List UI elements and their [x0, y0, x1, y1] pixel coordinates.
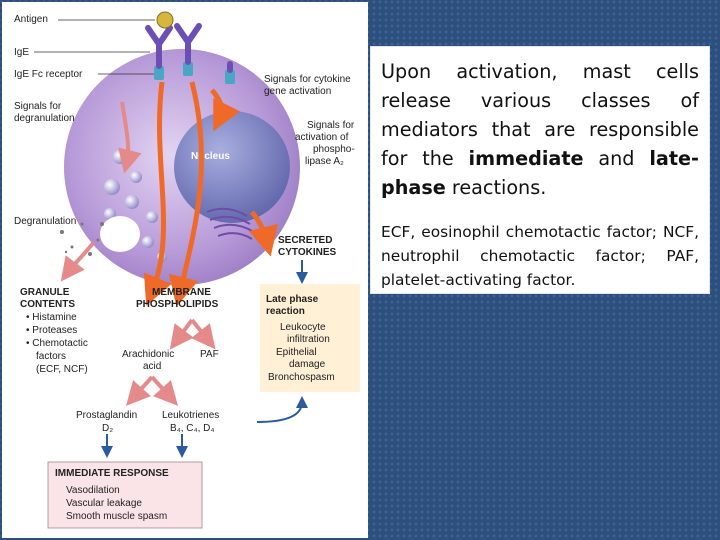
late-phase-item-leukocyte: Leukocyte	[280, 322, 326, 333]
fc-receptor-icon	[154, 62, 235, 84]
arachidonic-acid-line2: acid	[143, 361, 161, 372]
late-phase-item-damage: damage	[289, 359, 326, 370]
late-phase-item-infiltration: infiltration	[287, 334, 330, 345]
signals-degranulation-line1: Signals for	[14, 101, 62, 112]
leukotrienes-line1: Leukotrienes	[162, 410, 219, 421]
signals-phospholipase-line2: activation of	[295, 132, 349, 143]
nucleus-label: Nucleus	[191, 151, 230, 162]
main-caption: Upon activation, mast cells release vari…	[381, 57, 699, 202]
antigen-icon	[156, 11, 174, 29]
immediate-item-vasodilation: Vasodilation	[66, 485, 120, 496]
ige-antibody-icon	[145, 23, 233, 73]
paf-label: PAF	[200, 349, 219, 360]
secreted-cytokines-line2: CYTOKINES	[278, 247, 336, 258]
ige-fc-receptor-label: IgE Fc receptor	[14, 69, 83, 80]
response-arrows	[101, 260, 308, 458]
membrane-phospholipids-line1: MEMBRANE	[152, 287, 211, 298]
pointer-lines	[34, 19, 155, 75]
granule-item-histamine: • Histamine	[26, 312, 77, 323]
granule-item-factors: factors	[36, 351, 66, 362]
caption-late-phase: late-phase	[381, 147, 699, 199]
membrane-phospholipids-line2: PHOSPHOLIPIDS	[136, 299, 219, 310]
nucleus-shape	[174, 111, 290, 223]
granule-contents-line1: GRANULE	[20, 287, 70, 298]
prostaglandin-line1: Prostaglandin	[76, 410, 137, 421]
granule-item-chemotactic: • Chemotactic	[26, 338, 88, 349]
secreted-cytokines-line1: SECRETED	[278, 235, 332, 246]
arachidonic-acid-line1: Arachidonic	[122, 349, 174, 360]
late-phase-item-epithelial: Epithelial	[276, 347, 317, 358]
late-phase-title-line1: Late phase	[266, 294, 319, 305]
signals-phospholipase-line3: phospho-	[313, 144, 355, 155]
late-phase-item-bronchospasm: Bronchospasm	[268, 372, 335, 383]
degranulation-label: Degranulation	[14, 216, 76, 227]
degranulation-arrows	[60, 101, 216, 406]
signals-cytokine-line1: Signals for cytokine	[264, 74, 351, 85]
degranulation-icon	[60, 216, 140, 264]
granule-item-ecf-ncf: (ECF, NCF)	[36, 364, 88, 375]
late-phase-box	[260, 284, 360, 392]
prostaglandin-line2: D₂	[102, 423, 113, 434]
granule-contents-line2: CONTENTS	[20, 299, 75, 310]
immediate-item-smooth-muscle: Smooth muscle spasm	[66, 511, 167, 522]
caption-part-1: Upon activation, mast cells release vari…	[381, 60, 699, 170]
abbreviations-note: ECF, eosinophil chemotactic factor; NCF,…	[381, 223, 699, 289]
mast-cell-svg: Nucleus	[14, 11, 360, 529]
mast-cell-diagram: Nucleus	[2, 2, 368, 538]
signals-phospholipase-line4: lipase A₂	[305, 156, 344, 167]
caption-immediate: immediate	[468, 147, 584, 170]
late-phase-title-line2: reaction	[266, 306, 305, 317]
signals-phospholipase-line1: Signals for	[307, 120, 355, 131]
caption-part-3: reactions.	[445, 176, 547, 199]
ige-label: IgE	[14, 47, 29, 58]
leukotrienes-line2: B₄, C₄, D₄	[170, 423, 214, 434]
granule-item-proteases: • Proteases	[26, 325, 77, 336]
signals-degranulation-line2: degranulation	[14, 113, 75, 124]
antigen-label: Antigen	[14, 14, 48, 25]
immediate-item-vascular-leakage: Vascular leakage	[66, 498, 142, 509]
immediate-response-box	[47, 461, 203, 529]
signals-cytokine-line2: gene activation	[264, 86, 331, 97]
signal-arrows	[143, 81, 278, 307]
caption-box: Upon activation, mast cells release vari…	[370, 46, 710, 294]
caption-part-2: and	[583, 147, 650, 170]
immediate-response-title: IMMEDIATE RESPONSE	[55, 468, 169, 479]
